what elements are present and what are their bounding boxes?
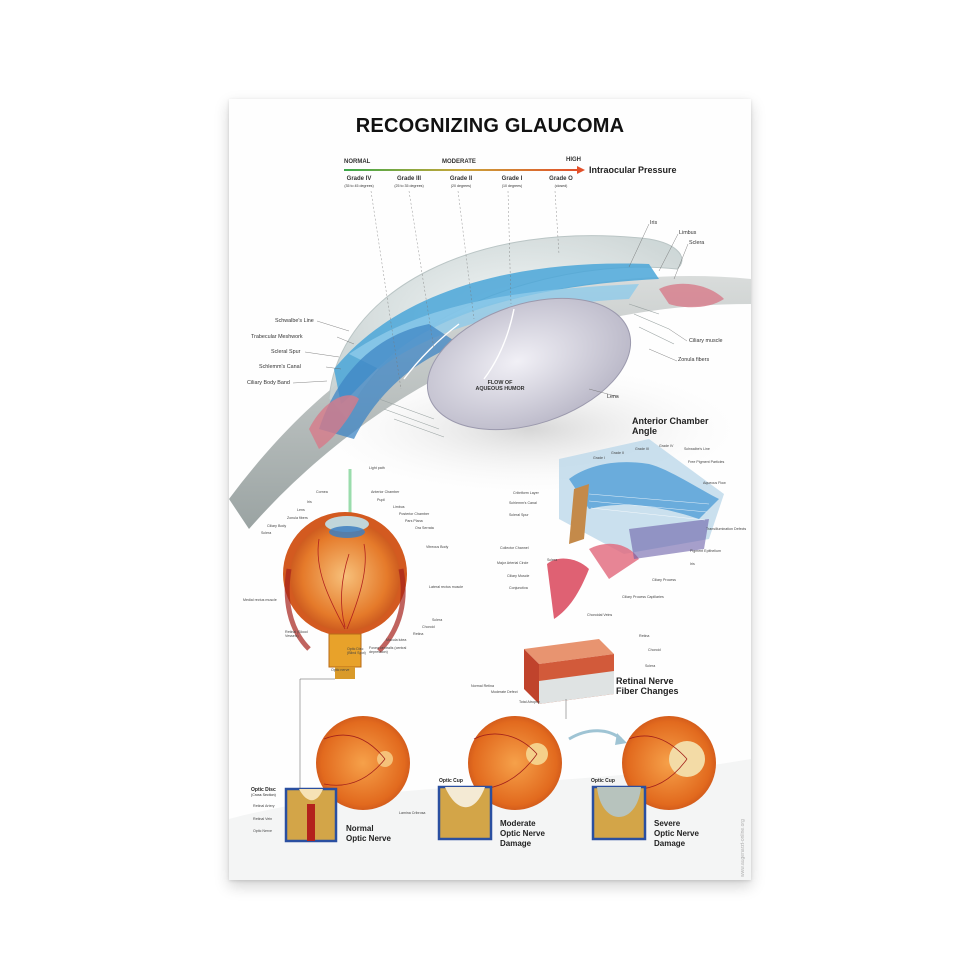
disc-label-retinal-artery: Retinal Artery	[253, 804, 275, 808]
ac-label-pigment-particles: Free Pigment Particles	[688, 460, 725, 464]
label-sclera: Sclera	[689, 240, 705, 246]
eye-label-cornea: Cornea	[316, 490, 328, 494]
ac-label-schlemms-canal: Schlemm's Canal	[509, 501, 537, 505]
rn-label-choroid: Choroid	[648, 648, 661, 652]
eye-label-retinal-vessels: Retinal (Blood Vessels)	[285, 630, 308, 638]
grade-o: Grade O(closed)	[549, 176, 573, 188]
pressure-scale-bar	[344, 169, 577, 171]
scale-high-label: HIGH	[566, 157, 581, 163]
eye-label-lens: Lens	[297, 508, 305, 512]
grade-i: Grade I(10 degrees)	[501, 176, 523, 188]
disc-label-retinal-vein: Retinal Vein	[253, 817, 273, 821]
ac-label-grade-ii: Grade II	[611, 451, 624, 455]
rn-label-total-atrophy: Total Atrophy	[519, 700, 540, 704]
retinal-nerve-title: Retinal Nerve Fiber Changes	[616, 676, 679, 696]
fundus-normal	[316, 716, 410, 810]
label-scleral-spur: Scleral Spur	[271, 349, 301, 355]
intraocular-pressure-label: Intraocular Pressure	[589, 165, 677, 175]
rn-label-moderate-defect: Moderate Defect	[491, 690, 518, 694]
eye-label-choroid: Choroid	[422, 625, 435, 629]
ac-label-grade-i: Grade I	[593, 456, 605, 460]
label-trabecular-meshwork: Trabecular Meshwork	[251, 334, 303, 340]
label-ciliary-body-band: Ciliary Body Band	[247, 380, 290, 386]
label-schlemms-canal: Schlemm's Canal	[259, 364, 301, 370]
ac-label-cribriform: Cribriform Layer	[513, 491, 539, 495]
retinal-nerve-block	[524, 639, 614, 704]
label-limbus: Limbus	[679, 230, 697, 236]
ac-label-sclera: Sclera	[547, 558, 558, 562]
ac-label-grade-iv: Grade IV	[659, 444, 674, 448]
ac-label-process-capillaries: Ciliary Process Capillaries	[622, 595, 664, 599]
stage-title-normal: Normal Optic Nerve	[346, 824, 391, 843]
cup-label-moderate: Optic Cup	[439, 778, 463, 784]
eye-label-macula: Macula lutea	[386, 638, 407, 642]
ac-label-pigment-epithelium: Pigment Epithelium	[690, 549, 721, 553]
eye-label-medial-rectus: Medial rectus muscle	[243, 598, 277, 602]
grade-ii: Grade II(20 degrees)	[449, 176, 473, 188]
scale-moderate-label: MODERATE	[442, 159, 476, 165]
ac-label-conjunctiva: Conjunctiva	[509, 586, 528, 590]
eye-label-limbus: Limbus	[393, 505, 405, 509]
eye-label-fovea: Fovea centralis (central depression)	[369, 646, 407, 654]
anterior-chamber-title: Anterior Chamber Angle	[632, 416, 709, 436]
ac-label-iris: Iris	[690, 562, 695, 566]
cup-label-severe: Optic Cup	[591, 778, 615, 784]
ac-label-ciliary-muscle: Ciliary Muscle	[507, 574, 530, 578]
ac-label-schwalbes-line: Schwalbe's Line	[684, 447, 710, 451]
ac-label-ciliary-process: Ciliary Process	[652, 578, 676, 582]
lens	[426, 297, 632, 431]
eye-label-optic-nerve: Optic nerve	[331, 668, 350, 672]
ac-label-aqueous-flow: Aqueous Flow	[703, 481, 726, 485]
stage-title-moderate: Moderate Optic Nerve Damage	[500, 819, 545, 848]
ac-label-collector-channel: Collector Channel	[500, 546, 529, 550]
watermark: www.augenarzt-online.org	[740, 819, 746, 877]
eye-label-sclera-right: Sclera	[432, 618, 443, 622]
label-iris: Iris	[650, 220, 658, 226]
eye-label-lateral-rectus: Lateral rectus muscle	[429, 585, 464, 589]
ac-label-transillumination: Transillumination Defects	[706, 527, 747, 531]
eye-label-ora-serrata: Ora Serrata	[415, 526, 434, 530]
lamina-cribrosa-label: Lamina Cribrosa	[399, 811, 426, 815]
eye-label-posterior-chamber: Posterior Chamber	[399, 512, 430, 516]
label-ciliary-muscle: Ciliary muscle	[689, 338, 723, 344]
stage-title-severe: Severe Optic Nerve Damage	[654, 819, 699, 848]
eye-label-pupil: Pupil	[377, 498, 385, 502]
rn-label-retina: Retina	[639, 634, 650, 638]
ac-label-choroidal-veins: Choroidal Veins	[587, 613, 613, 617]
eye-label-iris: Iris	[307, 500, 312, 504]
eye-label-ciliary-body: Ciliary Body	[267, 524, 287, 528]
disc-label-optic-nerve: Optic Nerve	[253, 829, 272, 833]
eye-label-sclera-left: Sclera	[261, 531, 272, 535]
eye-label-anterior-chamber: Anterior Chamber	[371, 490, 400, 494]
ac-label-arterial-circle: Major Arterial Circle	[497, 561, 529, 565]
label-flow-aqueous: FLOW OF AQUEOUS HUMOR	[475, 380, 525, 392]
label-zonula-fibers: Zonula fibers	[678, 357, 710, 363]
poster-title: RECOGNIZING GLAUCOMA	[355, 115, 625, 137]
anterior-chamber-block	[547, 439, 724, 619]
ac-label-grade-iii: Grade III	[635, 447, 649, 451]
eye-label-pars-plana: Pars Plana	[405, 519, 423, 523]
grade-iii: Grade III(25 to 35 degrees)	[394, 176, 424, 188]
eye-label-light-path: Light path	[369, 466, 385, 470]
rn-label-normal-retina: Normal Retina	[471, 684, 494, 688]
rn-label-sclera: Sclera	[645, 664, 656, 668]
ac-label-scleral-spur: Scleral Spur	[509, 513, 529, 517]
cup-label-normal: Optic Disc (Cross Section)	[251, 787, 276, 797]
grade-iv: Grade IV(35 to 45 degrees)	[344, 176, 374, 188]
pressure-scale-arrowhead	[577, 166, 585, 174]
scale-normal-label: NORMAL	[344, 159, 371, 165]
poster-illustration	[229, 166, 751, 880]
glaucoma-poster: RECOGNIZING GLAUCOMA NORMAL MODERATE HIG…	[229, 99, 751, 880]
eye-label-zonula: Zonula fibers	[287, 516, 308, 520]
label-lens: Lens	[607, 394, 619, 400]
eye-label-retina: Retina	[413, 632, 424, 636]
eye-label-vitreous: Vitreous Body	[426, 545, 449, 549]
label-schwalbes-line: Schwalbe's Line	[275, 318, 314, 324]
eye-label-optic-disc: Optic Disc (Blind Spot)	[347, 647, 366, 655]
